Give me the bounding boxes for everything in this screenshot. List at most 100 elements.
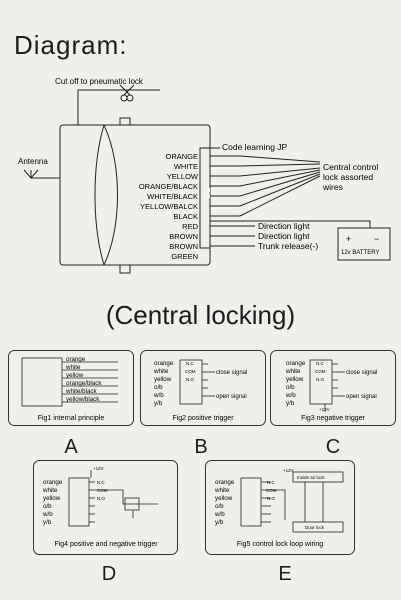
fig4-caption: Fig4 positive and negative trigger: [54, 541, 158, 548]
scissors-icon: [119, 84, 135, 102]
fig4-no: N.O: [97, 496, 106, 501]
direction-light-2: Direction light: [258, 231, 310, 241]
wire-label-red: RED: [182, 222, 198, 231]
fig5-no: N.O: [267, 496, 276, 501]
fig4-wire-white: white: [42, 487, 58, 494]
code-learning-label: Code learning JP: [222, 142, 288, 152]
fig3-wire-yb: y/b: [286, 400, 295, 407]
fig3-wire-orange: orange: [286, 360, 306, 367]
fig2-no: N.O: [186, 377, 195, 382]
fig1-wire-white: white: [65, 364, 81, 371]
antenna-label: Antenna: [18, 157, 48, 166]
module-panel-right: [103, 124, 118, 266]
fig5-panel: orange white yellow o/b w/b y/b +12V N.C…: [205, 460, 355, 555]
fig5-wire-yellow: yellow: [215, 495, 233, 502]
central-label-2: lock assorted: [323, 172, 373, 182]
tip-label: TIP: [203, 188, 210, 199]
wire-label-green: GREEN: [171, 252, 198, 261]
fig1-panel: orange white yellow orange/black white/b…: [8, 350, 134, 426]
fig5-wire-ob: o/b: [215, 503, 224, 510]
fig4-wire-orange: orange: [43, 479, 63, 486]
fig3-12v: +12V: [319, 407, 330, 412]
top-tab: [119, 117, 131, 125]
fig1-wire-yellow-black: yellow/black: [66, 396, 100, 403]
central-label-1: Central control: [323, 162, 378, 172]
fig3-wire-yellow: yellow: [286, 376, 304, 383]
fig4-com: COM: [97, 488, 108, 493]
wire-label-black: BLACK: [173, 212, 198, 221]
fig2-wire-white: white: [153, 368, 169, 375]
fig4-wire-wb: w/b: [42, 511, 53, 518]
module-panel-left: [94, 124, 105, 266]
wire-label-orange-black: ORANGE/BLACK: [139, 182, 198, 191]
diagram-title: Diagram:: [14, 30, 128, 60]
main-wiring-diagram: Cut off to pneumatic lock Antenna Code l…: [18, 77, 391, 274]
wire-label-brown-1: BROWN: [169, 232, 198, 241]
bottom-tab: [119, 265, 131, 274]
fig3-open-signal: open signal: [346, 394, 377, 400]
fig3-wire-wb: w/b: [285, 392, 296, 399]
fig4-12v: +12V: [93, 466, 104, 471]
central-label-3: wires: [322, 182, 343, 192]
fig2-wire-yb: y/b: [154, 400, 163, 407]
fig2-nc: N.C: [186, 361, 195, 366]
fig3-caption: Fig3 negative trigger: [301, 415, 365, 422]
fig1-wire-orange: orange: [66, 356, 86, 363]
wire-label-yellow-black: YELLOW/BALCK: [140, 202, 198, 211]
fig2-close-signal: close signal: [216, 370, 247, 376]
fig5-caption: Fig5 control lock loop wiring: [237, 541, 323, 548]
fig1-wire-white-black: white/black: [65, 388, 98, 395]
fig5-12v: +12V: [283, 468, 294, 473]
fig2-wire-ob: o/b: [154, 384, 163, 391]
red-wire-battery: [210, 220, 371, 228]
fig4-wire-yb: y/b: [43, 519, 52, 526]
battery-plus: +: [346, 234, 351, 244]
fig3-nc: N.C: [316, 361, 325, 366]
wire-label-orange: ORANGE: [165, 152, 198, 161]
battery-label: 12v BATTERY: [341, 250, 379, 256]
fig4-wire-ob: o/b: [43, 503, 52, 510]
fig4-wire-yellow: yellow: [43, 495, 61, 502]
fig5-wire-orange: orange: [215, 479, 235, 486]
wire-label-brown-2: BROWN: [169, 242, 198, 251]
fig3-panel: orange white yellow o/b w/b y/b N.C COM …: [270, 350, 396, 426]
fig3-wire-white: white: [285, 368, 301, 375]
fig2-letter: B: [194, 436, 208, 458]
fig1-caption: Fig1 internal principle: [38, 415, 105, 422]
fig3-com: COM: [315, 369, 326, 374]
fig2-caption: Fig2 positive trigger: [172, 415, 234, 422]
wire-label-yellow: YELLOW: [167, 172, 199, 181]
direction-light-1: Direction light: [258, 221, 310, 231]
central-locking-heading: (Central locking): [105, 300, 296, 330]
battery-icon: [337, 227, 391, 261]
fig5-com: COM: [266, 488, 277, 493]
cutoff-label: Cut off to pneumatic lock: [55, 77, 144, 86]
fig5-wire-yb: y/b: [215, 519, 224, 526]
fig5-nc: N.C: [267, 480, 276, 485]
fig5-letter: E: [278, 563, 292, 585]
battery-minus: −: [374, 234, 379, 244]
antenna-icon: [23, 169, 39, 179]
fig2-wire-orange: orange: [154, 360, 174, 367]
fig3-close-signal: close signal: [346, 370, 377, 376]
fig1-letter: A: [64, 436, 78, 458]
fig5-door-lock: Door lock: [305, 525, 325, 530]
fig2-wire-yellow: yellow: [154, 376, 172, 383]
fig3-wire-ob: o/b: [286, 384, 295, 391]
wire-connector: [199, 147, 211, 249]
fig2-open-signal: open signal: [216, 394, 247, 400]
fig3-no: N.O: [316, 377, 325, 382]
fig5-wire-white: white: [214, 487, 230, 494]
cutoff-wire: [77, 89, 160, 125]
fig5-wire-wb: w/b: [214, 511, 225, 518]
fig2-com: COM: [185, 369, 196, 374]
wire-label-white-black: WHITE/BLACK: [147, 192, 198, 201]
fig5-inside-air-lock: Inside air lock: [297, 475, 325, 480]
fig2-panel: orange white yellow o/b w/b y/b N.C COM …: [140, 350, 266, 426]
fig4-letter: D: [101, 563, 117, 585]
fig1-wire-yellow: yellow: [66, 372, 84, 379]
fig2-wire-wb: w/b: [153, 392, 164, 399]
trunk-release-label: Trunk release(-): [258, 241, 318, 251]
fig4-nc: N.C: [97, 480, 106, 485]
fig4-panel: orange white yellow o/b w/b y/b +12V N.C…: [33, 460, 178, 555]
